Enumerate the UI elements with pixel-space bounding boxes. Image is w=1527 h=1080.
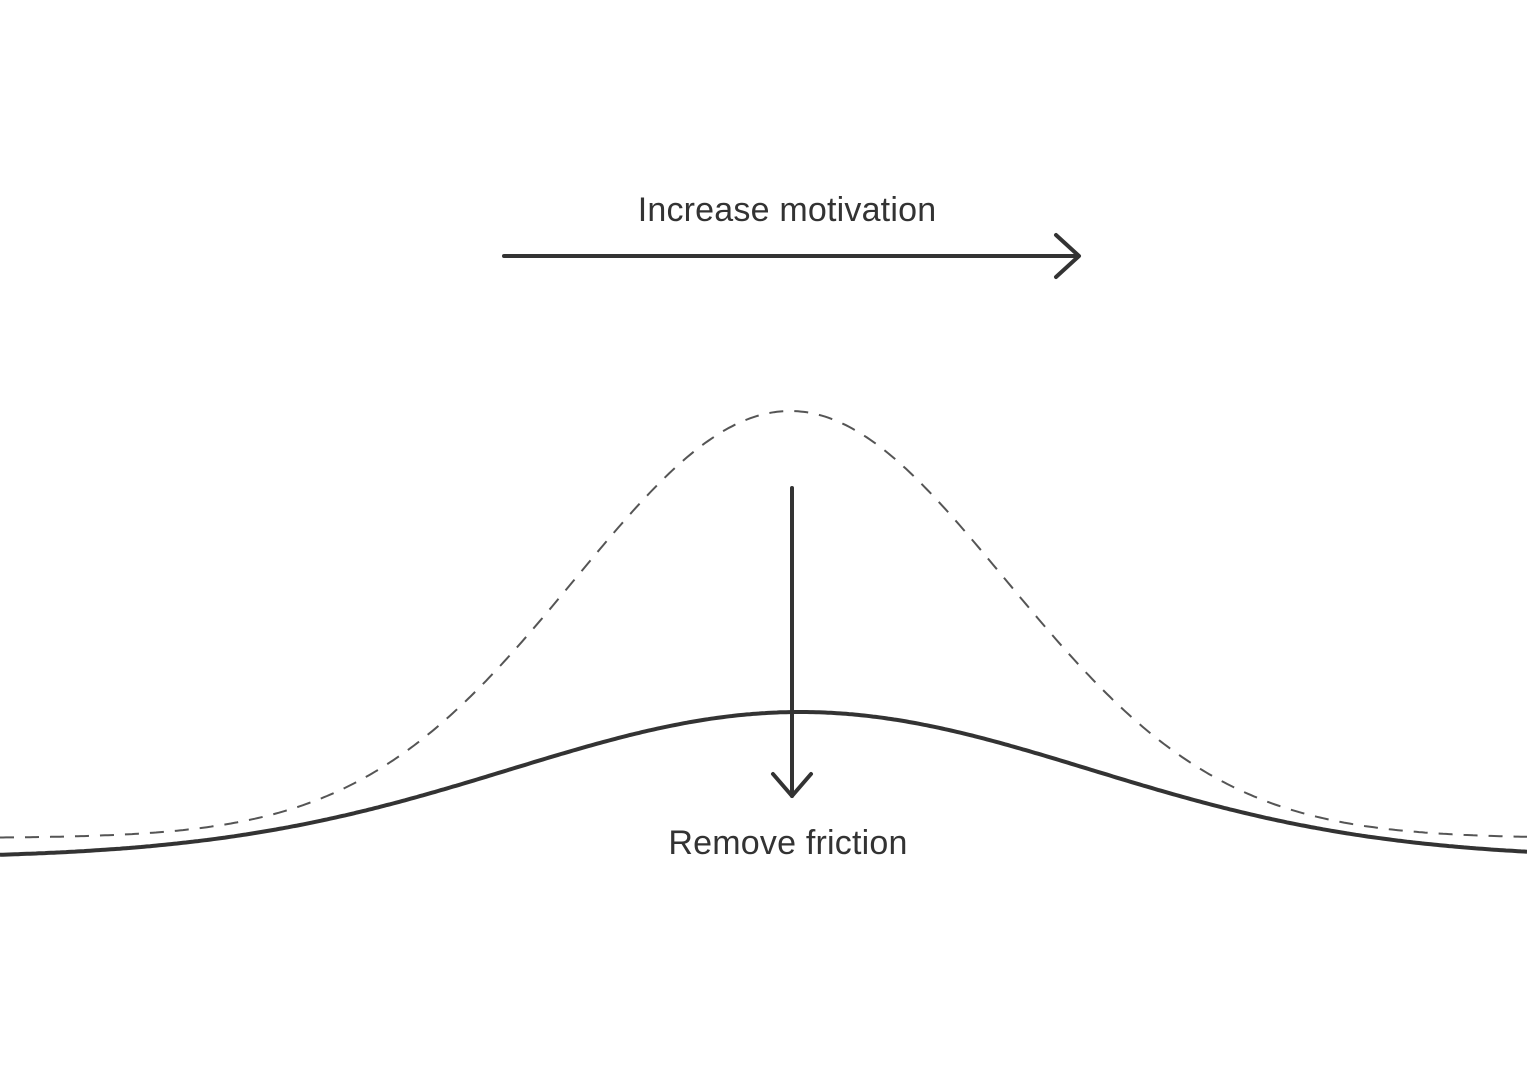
increase-motivation-arrow <box>502 233 1081 279</box>
increase-motivation-label: Increase motivation <box>638 191 937 229</box>
remove-friction-label: Remove friction <box>668 824 907 862</box>
solid-bell-curve <box>0 710 1527 857</box>
remove-friction-arrow <box>771 486 813 798</box>
dashed-bell-curve <box>0 410 1527 839</box>
